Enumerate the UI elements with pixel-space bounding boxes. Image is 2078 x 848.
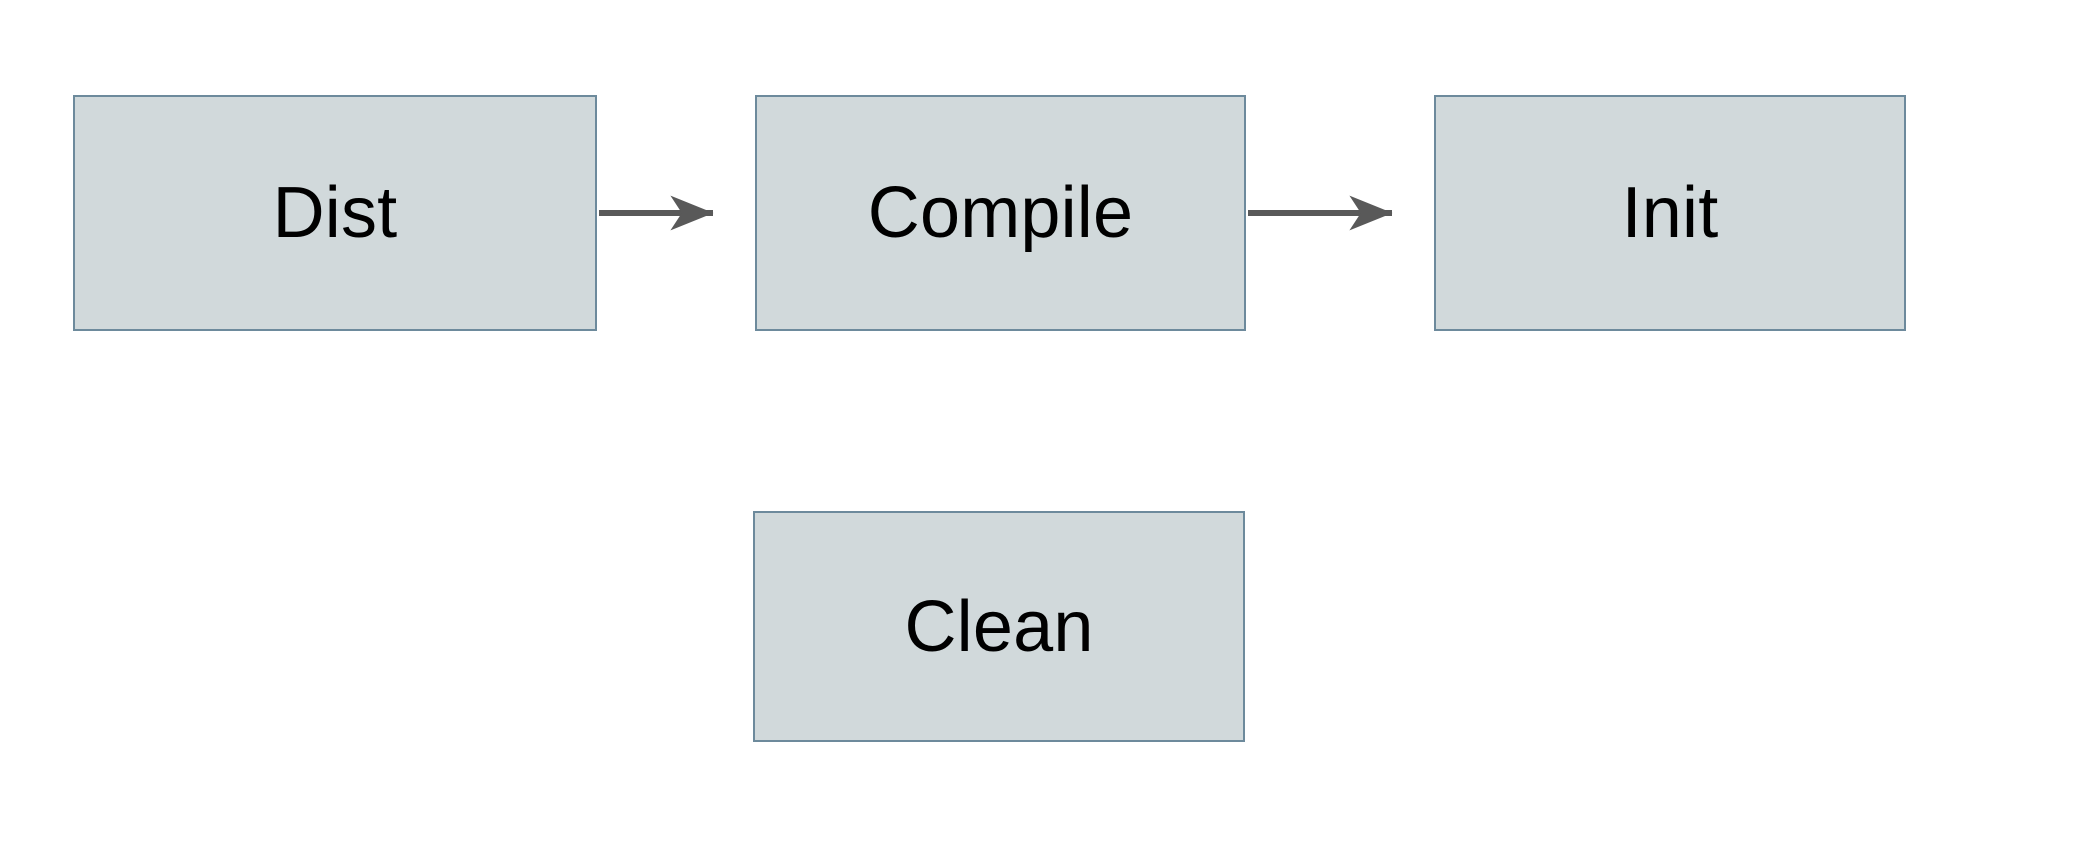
node-init[interactable]: Init <box>1434 95 1906 331</box>
node-compile[interactable]: Compile <box>755 95 1246 331</box>
node-clean-label: Clean <box>904 586 1094 667</box>
node-compile-label: Compile <box>867 173 1134 253</box>
node-clean[interactable]: Clean <box>753 511 1245 742</box>
node-dist-label: Dist <box>272 173 398 253</box>
node-dist[interactable]: Dist <box>73 95 597 331</box>
node-init-label: Init <box>1621 173 1719 253</box>
